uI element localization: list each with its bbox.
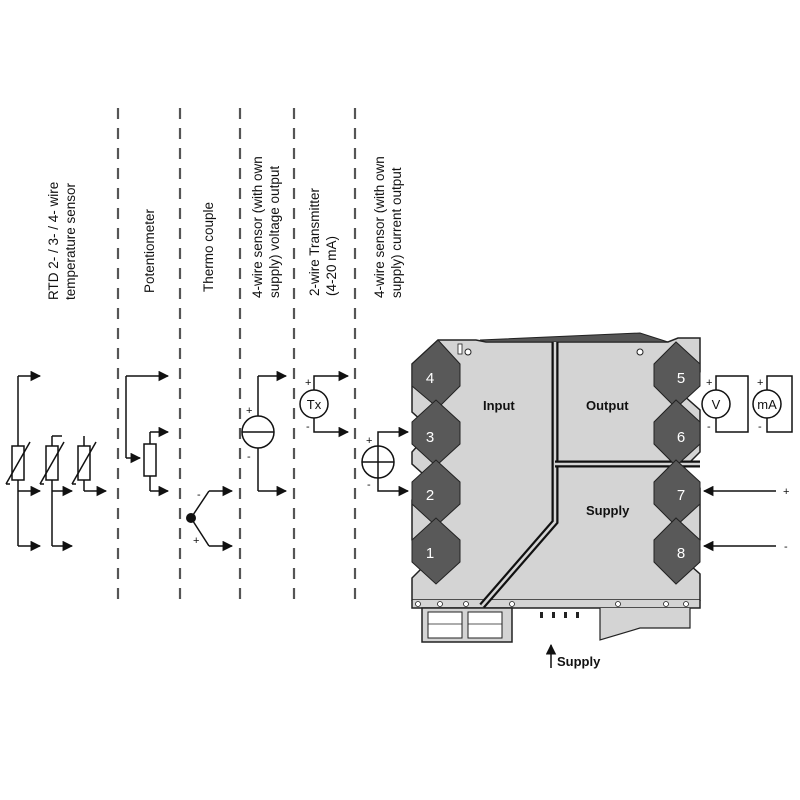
voltage-sensor-plus: + [246, 405, 252, 417]
transmitter-tx-text: Tx [307, 397, 322, 412]
voltmeter-text: V [712, 397, 721, 412]
terminal-2[interactable] [411, 459, 461, 527]
terminal-5-label: 5 [677, 370, 685, 387]
rtd-sensor-wiring [5, 370, 108, 552]
voltmeter-plus: + [706, 377, 712, 389]
terminal-4-label: 4 [426, 370, 434, 387]
terminal-6-label: 6 [677, 429, 685, 446]
voltage-sensor-label-line2: supply) voltage output [267, 166, 282, 298]
terminal-3-label: 3 [426, 429, 434, 446]
supply-plus: + [783, 486, 789, 498]
terminal-1-label: 1 [426, 545, 434, 562]
terminal-8[interactable] [653, 517, 701, 585]
ammeter-text: mA [757, 397, 777, 412]
input-section-label: Input [483, 398, 515, 413]
transmitter-plus: + [305, 377, 311, 389]
potentiometer-resistor [143, 443, 157, 477]
current-sensor-wiring: + - [361, 426, 410, 497]
supply-section-label: Supply [586, 503, 630, 518]
sensor-labels: RTD 2- / 3- / 4- wire temperature sensor… [46, 156, 404, 300]
supply-minus: - [784, 541, 788, 553]
current-sensor-label-line1: 4-wire sensor (with own [372, 156, 387, 298]
column-separators [116, 108, 357, 608]
rtd-label-line2: temperature sensor [63, 182, 78, 300]
output-terminals: 5 6 7 8 [653, 341, 701, 585]
terminal-4[interactable] [411, 339, 461, 409]
voltage-sensor-minus: - [247, 451, 251, 463]
input-terminals: 4 3 2 1 [411, 339, 461, 585]
terminal-7-label: 7 [677, 487, 685, 504]
output-section-label: Output [586, 398, 629, 413]
terminal-3[interactable] [411, 399, 461, 467]
ammeter-minus: - [758, 421, 762, 433]
rtd-label-line1: RTD 2- / 3- / 4- wire [46, 182, 61, 300]
bottom-supply-label: Supply [557, 654, 601, 669]
output-wiring: V + - mA + - [701, 375, 793, 433]
thermocouple-plus: + [193, 535, 199, 547]
transmitter-label-line1: 2-wire Transmitter [307, 187, 322, 296]
ammeter-plus: + [757, 377, 763, 389]
transmitter-label-line2: (4-20 mA) [324, 236, 339, 296]
voltmeter-minus: - [707, 421, 711, 433]
voltage-sensor-label-line1: 4-wire sensor (with own [250, 156, 265, 298]
terminal-5[interactable] [653, 341, 701, 409]
terminal-1[interactable] [411, 517, 461, 585]
current-sensor-minus: - [367, 479, 371, 491]
current-sensor-plus: + [366, 435, 372, 447]
thermocouple-wiring: - + [186, 485, 234, 552]
transmitter-minus: - [306, 421, 310, 433]
transmitter-wiring: Tx + - [299, 370, 350, 438]
potentiometer-wiring [125, 370, 170, 497]
potentiometer-label: Potentiometer [142, 208, 157, 293]
thermocouple-label: Thermo couple [201, 202, 216, 292]
thermocouple-minus: - [197, 489, 201, 501]
terminal-7[interactable] [653, 459, 701, 527]
voltage-sensor-wiring: + - [241, 370, 288, 497]
terminal-6[interactable] [653, 399, 701, 467]
current-sensor-label-line2: supply) current output [389, 167, 404, 298]
terminal-2-label: 2 [426, 487, 434, 504]
terminal-8-label: 8 [677, 545, 685, 562]
supply-wiring: + - Supply [545, 485, 789, 669]
